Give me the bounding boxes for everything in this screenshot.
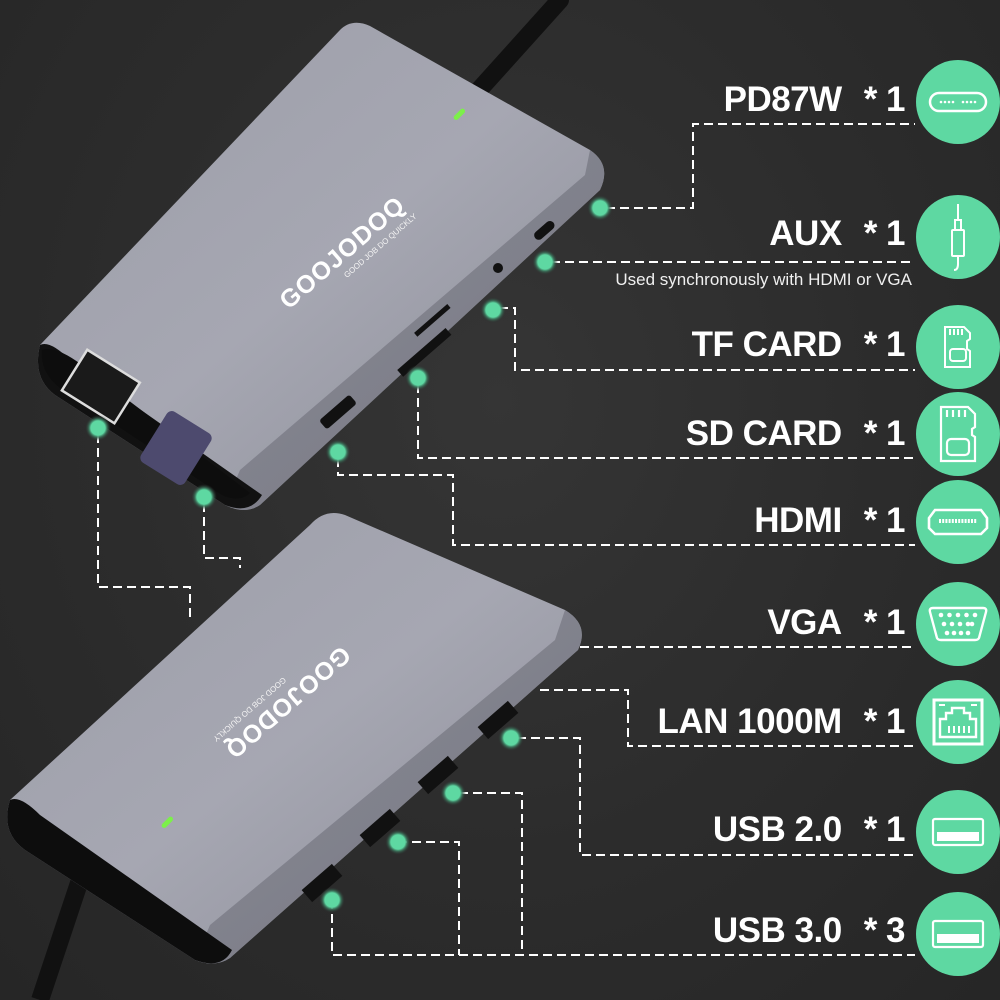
aux-note: Used synchronously with HDMI or VGA: [615, 270, 912, 289]
usb3-port-marker: [319, 887, 345, 913]
pd-port-marker: [587, 195, 613, 221]
port-label-pd: PD87W* 1: [723, 80, 906, 119]
usb3-port-marker: [440, 780, 466, 806]
audio-jack-icon: [916, 195, 1000, 279]
usb-a-port-icon: [916, 892, 1000, 976]
usb-c-port-icon: [916, 60, 1000, 144]
port-label-vga: VGA* 1: [767, 603, 905, 642]
tf-card-icon: [916, 305, 1000, 389]
port-label-usb3: USB 3.0* 3: [712, 911, 906, 950]
usb-a-port-icon: [916, 790, 1000, 874]
usb-c-cable: [461, 0, 569, 109]
port-label-tf: TF CARD* 1: [691, 325, 906, 364]
port-markers: [85, 195, 613, 913]
tf-port-marker: [480, 297, 506, 323]
port-label-aux: AUX* 1: [769, 214, 905, 253]
hdmi-port-marker: [325, 439, 351, 465]
leader-lines: [97, 123, 915, 956]
port-label-hdmi: HDMI* 1: [754, 501, 905, 540]
vga-port-marker: [191, 484, 217, 510]
hub-device-top: [37, 22, 605, 511]
hub-device-bottom: [7, 512, 582, 964]
lan-port-marker: [85, 415, 111, 441]
vga-port-icon: [916, 582, 1000, 666]
port-label-lan: LAN 1000M* 1: [657, 702, 906, 741]
ethernet-port-icon: [916, 680, 1000, 764]
usb3-port-marker: [385, 829, 411, 855]
aux-port-marker: [532, 249, 558, 275]
usb2-port-marker: [498, 725, 524, 751]
port-label-sd: SD CARD* 1: [685, 414, 906, 453]
sd-card-icon: [916, 392, 1000, 476]
sd-port-marker: [405, 365, 431, 391]
port-label-usb2: USB 2.0* 1: [712, 810, 906, 849]
hdmi-port-icon: [916, 480, 1000, 564]
